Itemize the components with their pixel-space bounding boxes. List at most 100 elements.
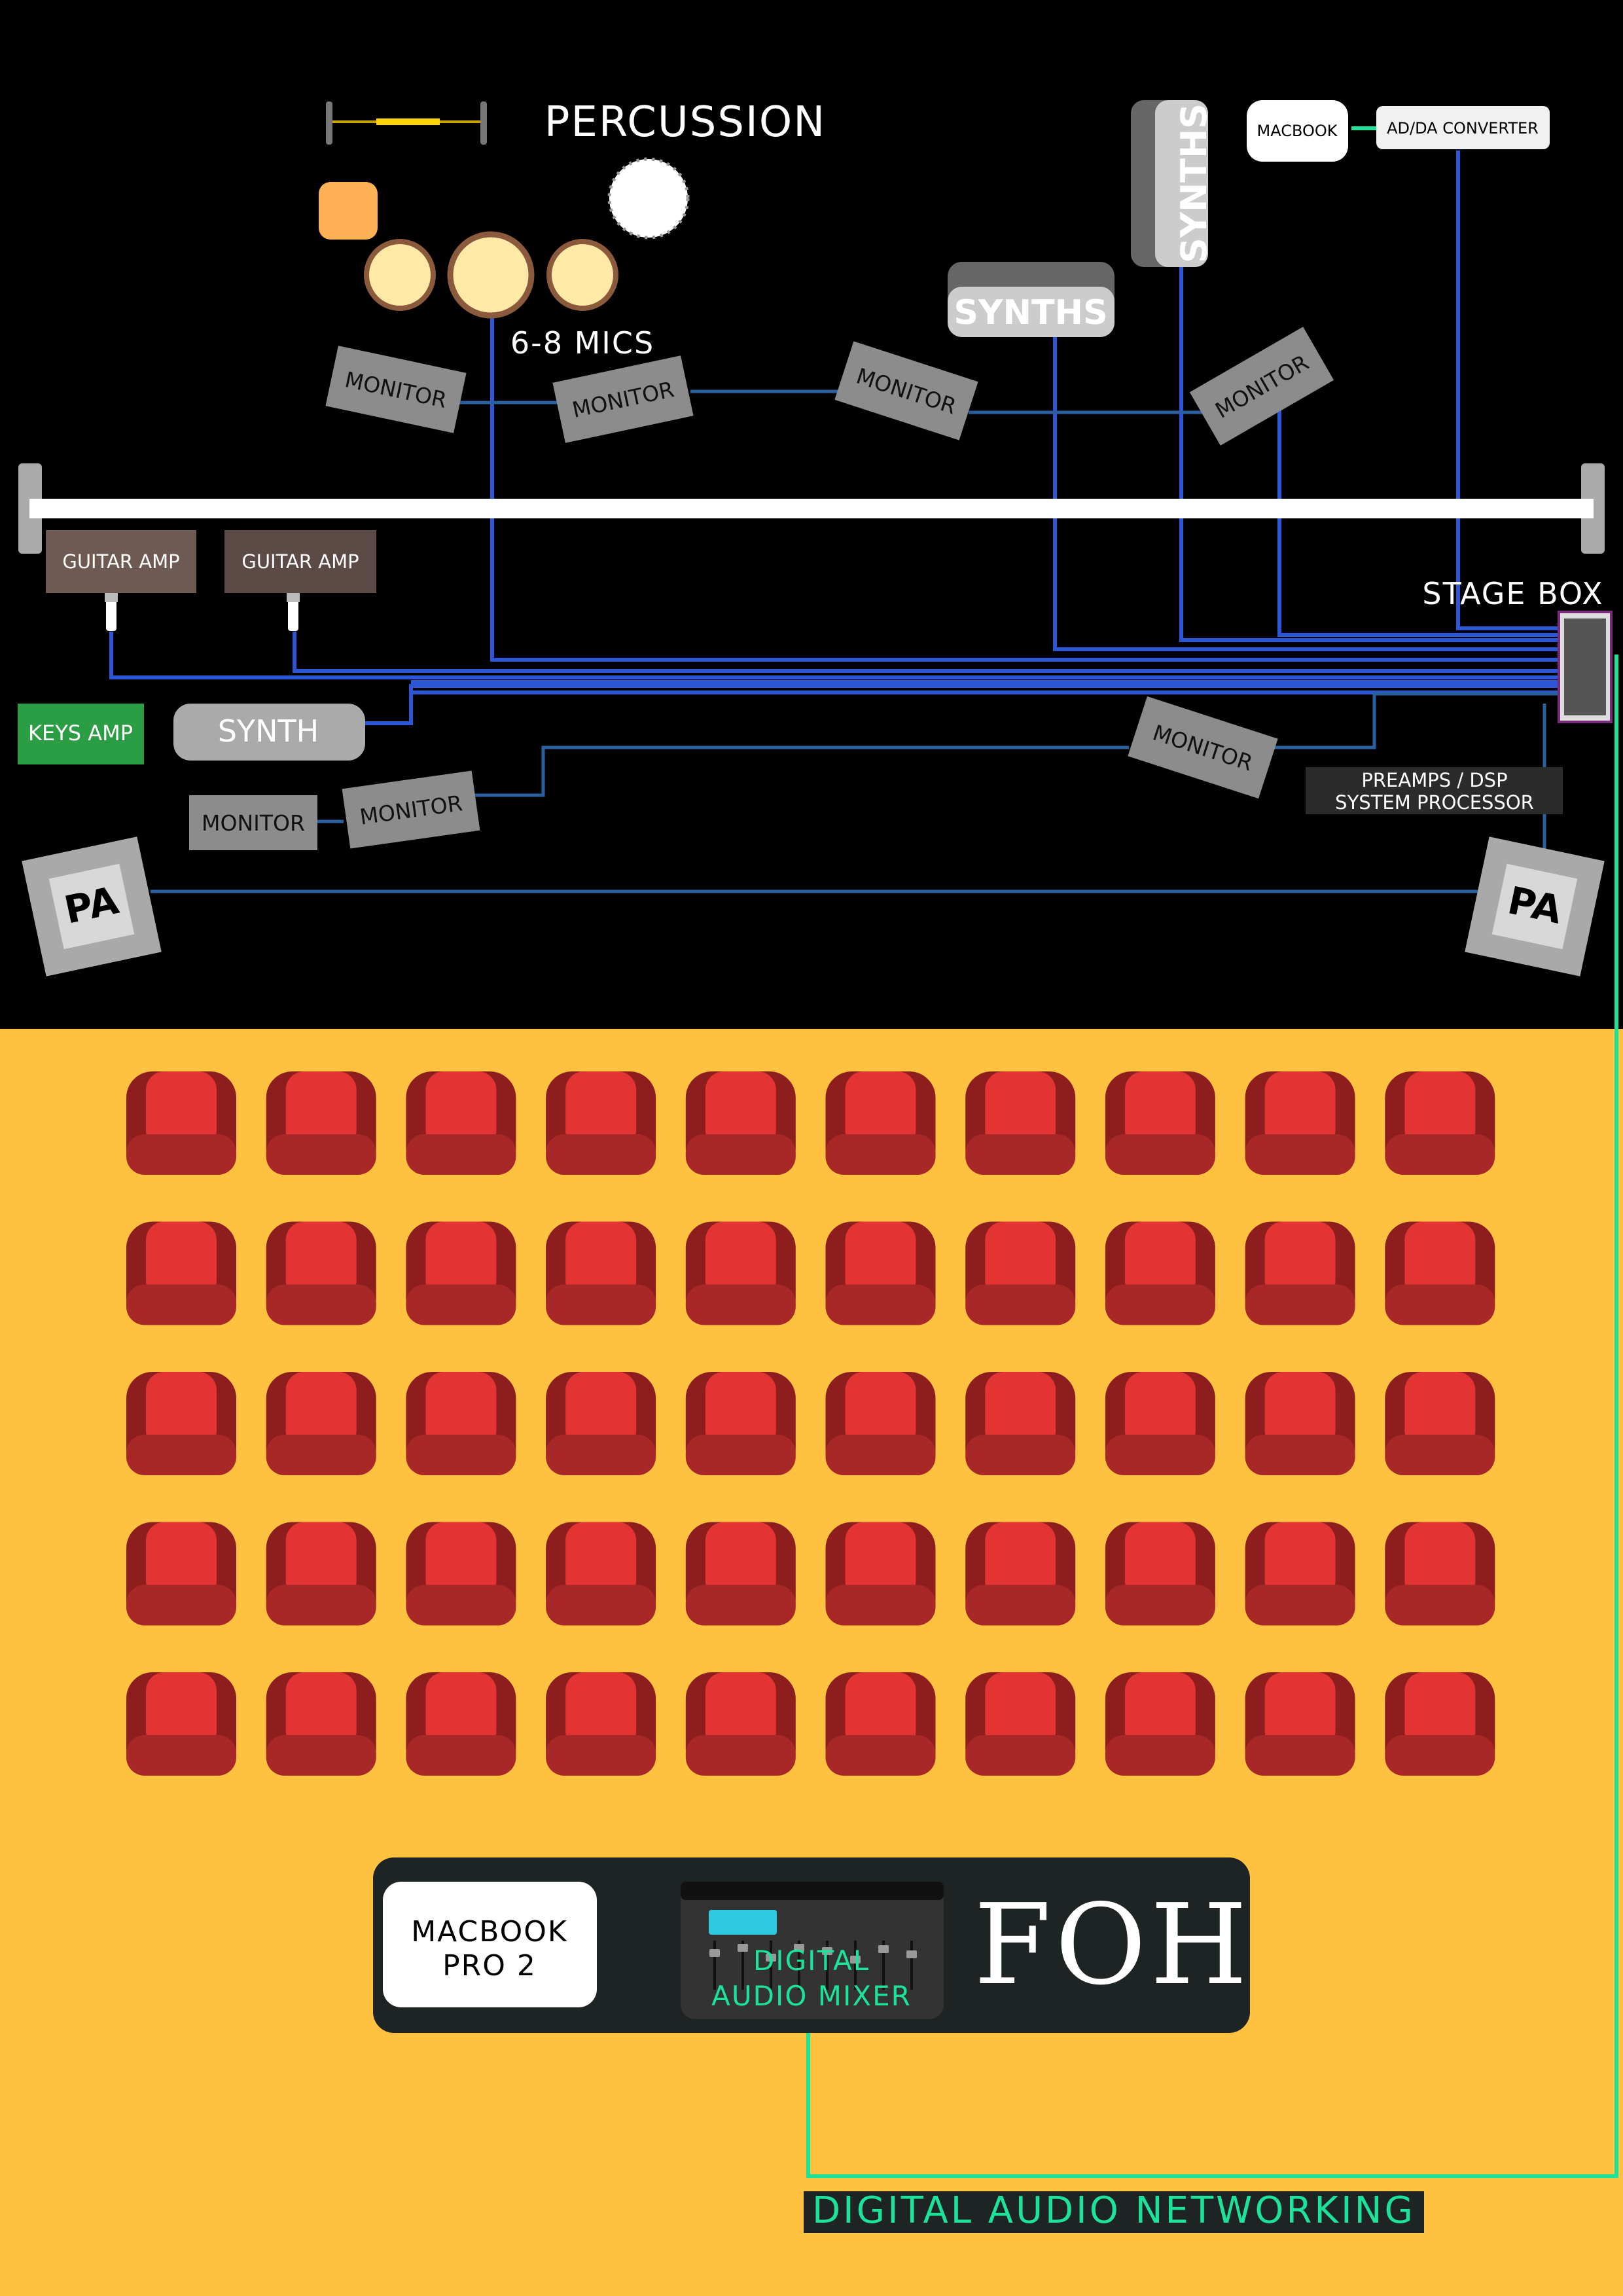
seat xyxy=(825,1221,936,1325)
foh-position: MACBOOK PRO 2 xyxy=(373,1857,1251,2033)
svg-text:DIGITAL: DIGITAL xyxy=(753,1945,870,1977)
monitor-2: MONITOR xyxy=(552,355,694,443)
seat xyxy=(965,1221,1076,1325)
seat xyxy=(1245,1672,1355,1776)
seat xyxy=(266,1221,376,1325)
monitor-7: MONITOR xyxy=(1128,696,1278,799)
svg-text:MACBOOK: MACBOOK xyxy=(1257,122,1338,140)
mic-icon xyxy=(106,593,116,631)
seat xyxy=(126,1672,236,1776)
seat xyxy=(126,1522,236,1626)
seat xyxy=(126,1372,236,1475)
cable-lines xyxy=(109,126,1618,2178)
seat xyxy=(685,1372,796,1475)
seat xyxy=(685,1522,796,1626)
synths-horizontal-label: SYNTHS xyxy=(954,293,1107,332)
seat xyxy=(546,1071,656,1175)
audience-area xyxy=(0,1029,1623,2296)
seat xyxy=(1245,1372,1355,1475)
audience-seating xyxy=(126,1071,1495,1776)
seat xyxy=(406,1221,516,1325)
svg-text:SYNTH: SYNTH xyxy=(218,713,319,749)
seat xyxy=(266,1672,376,1776)
seat xyxy=(1105,1071,1215,1175)
seat xyxy=(1105,1522,1215,1626)
monitor-5: MONITOR xyxy=(189,795,317,850)
foh-label: FOH xyxy=(974,1880,1251,2010)
svg-text:PRO 2: PRO 2 xyxy=(442,1949,537,1982)
seat xyxy=(965,1672,1076,1776)
seat xyxy=(825,1071,936,1175)
monitor-1: MONITOR xyxy=(325,346,467,433)
seat xyxy=(1385,1672,1495,1776)
svg-text:SYSTEM PROCESSOR: SYSTEM PROCESSOR xyxy=(1335,791,1534,814)
monitor-6: MONITOR xyxy=(342,770,480,849)
seat xyxy=(965,1522,1076,1626)
synths-vertical: SYNTHS xyxy=(1131,100,1215,267)
seat xyxy=(1105,1221,1215,1325)
preamps-dsp-processor: PREAMPS / DSP SYSTEM PROCESSOR xyxy=(1306,767,1563,814)
cowbell-pad xyxy=(319,182,378,240)
monitor-3: MONITOR xyxy=(834,341,978,440)
seat xyxy=(1245,1522,1355,1626)
seat xyxy=(406,1522,516,1626)
macbook-small: MACBOOK xyxy=(1247,100,1348,162)
seat xyxy=(825,1522,936,1626)
stage-edge-truss xyxy=(18,463,1605,554)
seat xyxy=(685,1071,796,1175)
seat xyxy=(546,1672,656,1776)
tom-right xyxy=(546,239,618,311)
synths-vertical-label: SYNTHS xyxy=(1173,103,1215,263)
cymbal-stand-left xyxy=(326,101,332,145)
tom-left xyxy=(364,239,436,311)
adda-converter: AD/DA CONVERTER xyxy=(1376,106,1550,149)
svg-text:MACBOOK: MACBOOK xyxy=(411,1915,568,1948)
svg-text:DIGITAL AUDIO NETWORKING: DIGITAL AUDIO NETWORKING xyxy=(812,2189,1416,2232)
seat xyxy=(1385,1071,1495,1175)
seat xyxy=(825,1372,936,1475)
percussion-label: PERCUSSION xyxy=(544,98,826,147)
svg-text:GUITAR AMP: GUITAR AMP xyxy=(62,550,179,573)
svg-text:KEYS AMP: KEYS AMP xyxy=(28,721,133,745)
seat xyxy=(126,1071,236,1175)
stage-box-label: STAGE BOX xyxy=(1422,576,1603,611)
pa-right: PA xyxy=(1465,836,1605,977)
guitar-amp-1: GUITAR AMP xyxy=(46,530,196,631)
svg-text:PA: PA xyxy=(1504,878,1566,933)
kick-drum xyxy=(447,231,535,319)
seat xyxy=(685,1221,796,1325)
svg-text:PA: PA xyxy=(60,878,122,933)
seat xyxy=(406,1071,516,1175)
digital-audio-networking: DIGITAL AUDIO NETWORKING xyxy=(804,2189,1424,2233)
stage-box xyxy=(1558,611,1613,723)
seat xyxy=(266,1071,376,1175)
seat xyxy=(546,1221,656,1325)
seat xyxy=(406,1672,516,1776)
seat xyxy=(266,1372,376,1475)
svg-text:MONITOR: MONITOR xyxy=(202,810,305,836)
svg-text:AD/DA CONVERTER: AD/DA CONVERTER xyxy=(1387,119,1539,137)
svg-text:AUDIO MIXER: AUDIO MIXER xyxy=(711,1980,912,2012)
seat xyxy=(1245,1071,1355,1175)
mixer-screen xyxy=(709,1910,777,1935)
seat xyxy=(406,1372,516,1475)
seat xyxy=(685,1672,796,1776)
synth-keyboard: SYNTH xyxy=(173,704,365,761)
seat xyxy=(1385,1372,1495,1475)
svg-text:GUITAR AMP: GUITAR AMP xyxy=(241,550,359,573)
seat xyxy=(1385,1522,1495,1626)
seat xyxy=(126,1221,236,1325)
seat xyxy=(825,1672,936,1776)
seat xyxy=(965,1071,1076,1175)
keys-amp: KEYS AMP xyxy=(18,704,144,764)
pa-left: PA xyxy=(22,836,162,977)
seat xyxy=(1105,1372,1215,1475)
seat xyxy=(1245,1221,1355,1325)
seat xyxy=(546,1372,656,1475)
seat xyxy=(266,1522,376,1626)
svg-text:PREAMPS / DSP: PREAMPS / DSP xyxy=(1361,769,1507,791)
seat xyxy=(1385,1221,1495,1325)
synths-horizontal: SYNTHS xyxy=(948,262,1115,337)
guitar-amp-2: GUITAR AMP xyxy=(224,530,376,631)
